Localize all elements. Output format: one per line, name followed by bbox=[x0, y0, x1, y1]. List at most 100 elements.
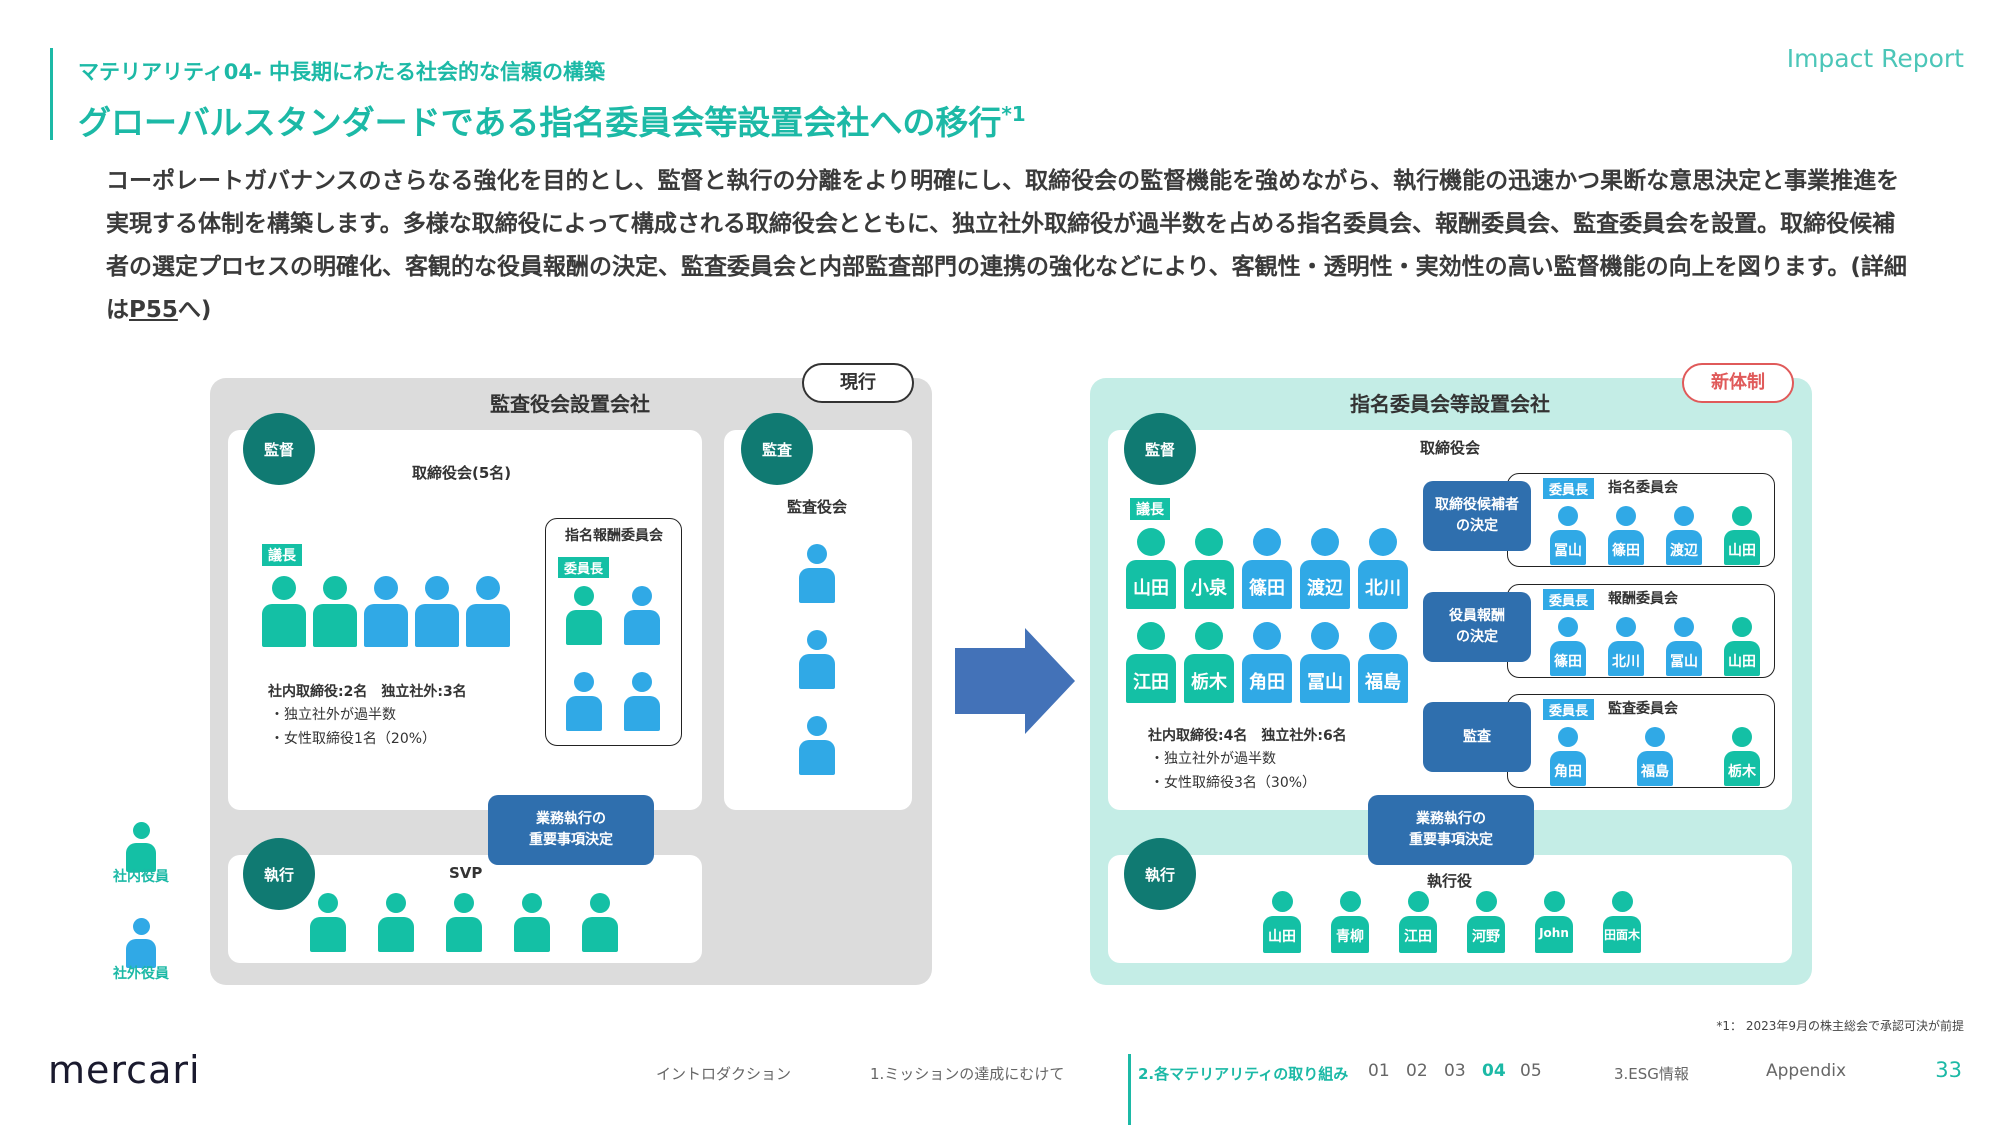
person-inside-icon bbox=[378, 893, 414, 952]
execute-circle: 執行 bbox=[243, 838, 315, 910]
person-inside-icon: 栃木 bbox=[1724, 727, 1760, 786]
person-name: 渡辺 bbox=[1307, 578, 1343, 599]
person-name: 冨山 bbox=[1307, 672, 1343, 693]
person-name: 河野 bbox=[1472, 929, 1500, 945]
person-outside-icon bbox=[415, 576, 459, 647]
person-outside-icon bbox=[624, 672, 660, 731]
person-name: 田面木 bbox=[1603, 928, 1640, 942]
audit-circle: 監査 bbox=[741, 413, 813, 485]
new-execute-circle: 執行 bbox=[1124, 838, 1196, 910]
person-name: 渡辺 bbox=[1670, 543, 1698, 559]
person-inside-icon: 小泉 bbox=[1184, 528, 1234, 609]
person-outside-icon bbox=[799, 544, 835, 603]
nav-num-05[interactable]: 05 bbox=[1520, 1061, 1542, 1081]
person-outside-icon bbox=[364, 576, 408, 647]
new-execution-box bbox=[1108, 855, 1792, 963]
nav-num-02[interactable]: 02 bbox=[1406, 1061, 1428, 1081]
person-outside-icon: 北川 bbox=[1358, 528, 1408, 609]
new-bullet-1: ・独立社外が過半数 bbox=[1150, 751, 1276, 767]
person-inside-icon bbox=[446, 893, 482, 952]
person-name: 山田 bbox=[1133, 578, 1169, 599]
person-name: 江田 bbox=[1404, 929, 1432, 945]
new-tag: 新体制 bbox=[1682, 363, 1794, 403]
nav-mission[interactable]: 1.ミッションの達成にむけて bbox=[870, 1065, 1065, 1083]
new-board-label: 取締役会 bbox=[1420, 439, 1481, 457]
person-outside-icon bbox=[624, 586, 660, 645]
person-inside-icon: 山田 bbox=[1724, 506, 1760, 565]
person-inside-icon: 江田 bbox=[1126, 622, 1176, 703]
person-outside-icon: 篠田 bbox=[1242, 528, 1292, 609]
person-name: 篠田 bbox=[1554, 654, 1582, 670]
person-inside-icon bbox=[582, 893, 618, 952]
person-outside-icon: 篠田 bbox=[1550, 617, 1586, 676]
committee-decision-box: 監査 bbox=[1423, 702, 1531, 772]
mercari-logo: mercari bbox=[48, 1048, 201, 1092]
nav-appendix[interactable]: Appendix bbox=[1766, 1061, 1847, 1081]
person-outside-icon: 福島 bbox=[1637, 727, 1673, 786]
person-name: 栃木 bbox=[1191, 672, 1227, 693]
committee-chair-badge: 委員長 bbox=[1543, 478, 1595, 499]
new-chair-badge: 議長 bbox=[1130, 498, 1170, 520]
person-name: 青柳 bbox=[1336, 929, 1364, 945]
committee-name: 報酬委員会 bbox=[1608, 591, 1678, 607]
person-outside-icon: 渡辺 bbox=[1666, 506, 1702, 565]
person-inside-icon bbox=[126, 822, 156, 872]
nav-active-bar bbox=[1128, 1054, 1131, 1125]
person-name: 北川 bbox=[1365, 578, 1401, 599]
nomination-committee-label: 指名報酬委員会 bbox=[565, 528, 663, 544]
person-outside-icon bbox=[466, 576, 510, 647]
section-subtitle: マテリアリティ04- 中長期にわたる社会的な信頼の構築 bbox=[78, 60, 605, 84]
person-name: John bbox=[1539, 926, 1569, 940]
person-name: 角田 bbox=[1249, 672, 1285, 693]
person-inside-icon: 江田 bbox=[1399, 891, 1437, 953]
person-outside-icon bbox=[566, 672, 602, 731]
person-name: 福島 bbox=[1641, 764, 1669, 780]
new-title: 指名委員会等設置会社 bbox=[1350, 392, 1550, 416]
person-name: 山田 bbox=[1728, 543, 1756, 559]
new-stats: 社内取締役:4名 独立社外:6名 bbox=[1148, 728, 1347, 744]
person-name: 冨山 bbox=[1554, 543, 1582, 559]
person-inside-icon bbox=[262, 576, 306, 647]
legend-inside-label: 社内役員 bbox=[113, 869, 169, 885]
page-number: 33 bbox=[1935, 1058, 1962, 1082]
legend-outside-label: 社外役員 bbox=[113, 966, 169, 982]
nav-materiality[interactable]: 2.各マテリアリティの取り組み bbox=[1138, 1065, 1349, 1083]
officers-label: 執行役 bbox=[1427, 872, 1473, 890]
supervise-circle: 監督 bbox=[243, 413, 315, 485]
person-inside-icon: 河野 bbox=[1467, 891, 1505, 953]
person-name: 篠田 bbox=[1612, 543, 1640, 559]
person-outside-icon: 福島 bbox=[1358, 622, 1408, 703]
committee-chair-badge: 委員長 bbox=[558, 557, 610, 578]
board-label: 取締役会(5名) bbox=[412, 464, 512, 482]
committee-decision-box: 役員報酬の決定 bbox=[1423, 592, 1531, 662]
current-title: 監査役会設置会社 bbox=[490, 392, 650, 416]
person-inside-icon: 山田 bbox=[1126, 528, 1176, 609]
nav-num-03[interactable]: 03 bbox=[1444, 1061, 1466, 1081]
committee-name: 監査委員会 bbox=[1608, 701, 1678, 717]
page-link[interactable]: P55 bbox=[129, 297, 178, 323]
nav-esg[interactable]: 3.ESG情報 bbox=[1614, 1065, 1689, 1083]
current-tag: 現行 bbox=[802, 363, 914, 403]
svp-label: SVP bbox=[449, 864, 483, 882]
person-name: 小泉 bbox=[1191, 578, 1227, 599]
committee-chair-badge: 委員長 bbox=[1543, 699, 1595, 720]
person-inside-icon bbox=[313, 576, 357, 647]
current-bullet-1: ・独立社外が過半数 bbox=[270, 707, 396, 723]
person-outside-icon: 冨山 bbox=[1550, 506, 1586, 565]
person-name: 栃木 bbox=[1728, 764, 1756, 780]
new-bullet-2: ・女性取締役3名（30%） bbox=[1150, 775, 1317, 791]
nav-num-01[interactable]: 01 bbox=[1368, 1061, 1390, 1081]
person-inside-icon: John bbox=[1535, 891, 1573, 953]
nav-intro[interactable]: イントロダクション bbox=[656, 1065, 792, 1083]
person-outside-icon: 篠田 bbox=[1608, 506, 1644, 565]
person-name: 北川 bbox=[1612, 654, 1640, 670]
person-name: 篠田 bbox=[1249, 578, 1285, 599]
person-inside-icon: 栃木 bbox=[1184, 622, 1234, 703]
execution-decision-box: 業務執行の重要事項決定 bbox=[488, 795, 654, 865]
person-outside-icon bbox=[799, 630, 835, 689]
person-outside-icon: 北川 bbox=[1608, 617, 1644, 676]
nav-num-04[interactable]: 04 bbox=[1482, 1061, 1506, 1081]
new-execution-decision-box: 業務執行の重要事項決定 bbox=[1368, 795, 1534, 865]
committee-chair-badge: 委員長 bbox=[1543, 589, 1595, 610]
person-inside-icon: 山田 bbox=[1263, 891, 1301, 953]
